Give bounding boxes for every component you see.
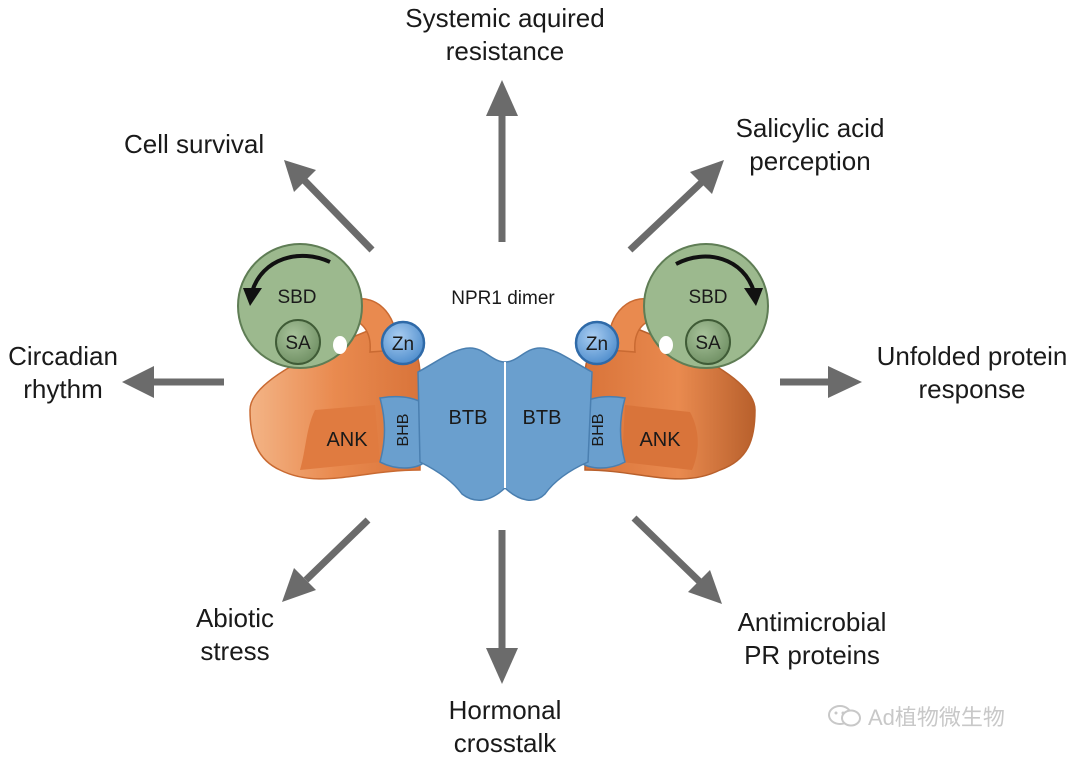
bhb-right (579, 395, 626, 469)
arrow-top (486, 80, 518, 242)
label-unfolded-protein-response: Unfolded protein response (876, 341, 1068, 404)
zn-label-left: Zn (392, 334, 414, 355)
zn-label-right: Zn (586, 334, 608, 355)
arrow-bottom-left (282, 517, 371, 602)
label-antimicrobial-pr-proteins: Antimicrobial PR proteins (737, 607, 887, 670)
label-circadian-rhythm: Circadian rhythm (8, 341, 118, 404)
label-systemic-acquired-resistance: Systemic aquired resistance (405, 3, 605, 66)
ank-front-right (622, 405, 698, 470)
label-cell-survival: Cell survival (124, 129, 265, 159)
right-protomer (579, 243, 769, 480)
label-hormonal-crosstalk: Hormonal crosstalk (448, 695, 562, 758)
ank-label-left: ANK (326, 429, 368, 451)
arrow-bottom (486, 530, 518, 684)
arrow-top-right (627, 160, 724, 253)
center-title: NPR1 dimer (451, 288, 555, 309)
bhb-label-right: BHB (590, 414, 607, 447)
sa-label-left: SA (285, 333, 311, 354)
sa-label-right: SA (695, 333, 721, 354)
bhb-label-left: BHB (395, 414, 412, 447)
sa-right (685, 319, 731, 365)
left-protomer (237, 243, 426, 480)
label-abiotic-stress: Abiotic stress (195, 603, 275, 666)
sbd-label-left: SBD (277, 287, 316, 308)
sbd-right (643, 243, 769, 369)
watermark-text: Ad植物微生物 (868, 705, 1005, 730)
arrow-bottom-right (631, 515, 722, 604)
arrow-left (122, 366, 224, 398)
label-salicylic-acid-perception: Salicylic acid perception (735, 113, 885, 176)
arrow-top-left (284, 160, 375, 253)
ank-label-right: ANK (639, 429, 681, 451)
sbd-left-arrow-icon (250, 253, 331, 293)
btb-label-left: BTB (449, 407, 488, 429)
arrow-right (780, 366, 862, 398)
sbd-label-right: SBD (688, 287, 727, 308)
ank-front-left (300, 405, 380, 470)
btb-label-right: BTB (523, 407, 562, 429)
zn-right (574, 320, 620, 366)
zn-left (380, 320, 426, 366)
chat-bubble-icon (828, 704, 862, 734)
watermark: Ad植物微生物 (828, 700, 1005, 734)
sbd-right-arrow-icon (675, 254, 756, 293)
sbd-left (237, 243, 363, 369)
bhb-left (379, 395, 426, 469)
sa-left (275, 319, 321, 365)
